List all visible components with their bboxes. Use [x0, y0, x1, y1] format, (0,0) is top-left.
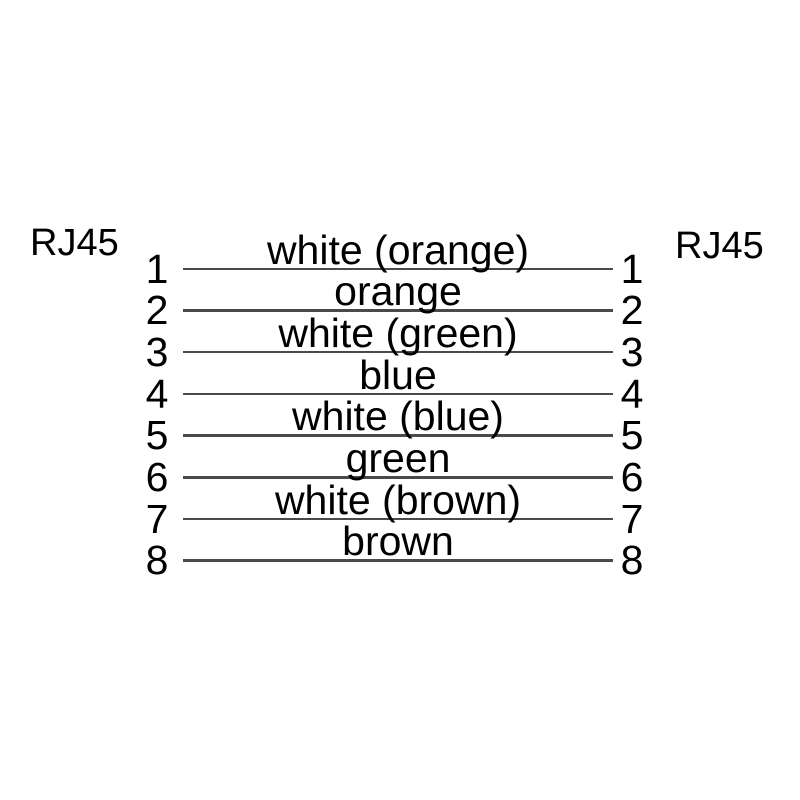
- pin-number-left: 7: [145, 495, 169, 542]
- wire-color-label: blue: [359, 351, 437, 398]
- pin-number-right: 2: [620, 287, 644, 334]
- wire-line: [183, 559, 613, 562]
- pin-number-right: 5: [620, 412, 644, 459]
- wire-color-label: orange: [334, 268, 462, 315]
- wire-color-label: white (blue): [292, 393, 504, 440]
- pin-number-left: 8: [145, 537, 169, 584]
- wire-color-label: green: [345, 435, 451, 481]
- pin-number-left: 5: [145, 412, 169, 459]
- wire-line: [183, 392, 613, 396]
- pin-number-left: 3: [145, 328, 169, 375]
- connector-label-left: RJ45: [30, 222, 119, 264]
- pin-number-right: 8: [620, 537, 644, 584]
- wire-color-label: white (orange): [266, 226, 530, 273]
- pin-number-right: 3: [620, 328, 644, 375]
- wire-line: [183, 476, 613, 479]
- wire-color-label: white (green): [278, 309, 518, 356]
- pin-number-right: 4: [620, 370, 644, 417]
- pin-number-left: 1: [145, 245, 169, 292]
- pin-number-right: 7: [620, 495, 644, 542]
- wire-line: [183, 517, 613, 521]
- wire-line: [183, 267, 613, 270]
- pin-number-left: 2: [145, 287, 169, 334]
- wire-line: [183, 350, 613, 354]
- wire-color-label: white (brown): [274, 476, 522, 523]
- pin-number-left: 4: [145, 370, 169, 417]
- wire-line: [183, 309, 613, 312]
- pin-number-right: 6: [620, 454, 644, 500]
- pin-number-left: 6: [145, 454, 169, 500]
- wire-line: [183, 434, 613, 437]
- wire-color-label: brown: [342, 518, 454, 565]
- connector-label-right: RJ45: [675, 225, 764, 267]
- pin-number-right: 1: [620, 245, 644, 292]
